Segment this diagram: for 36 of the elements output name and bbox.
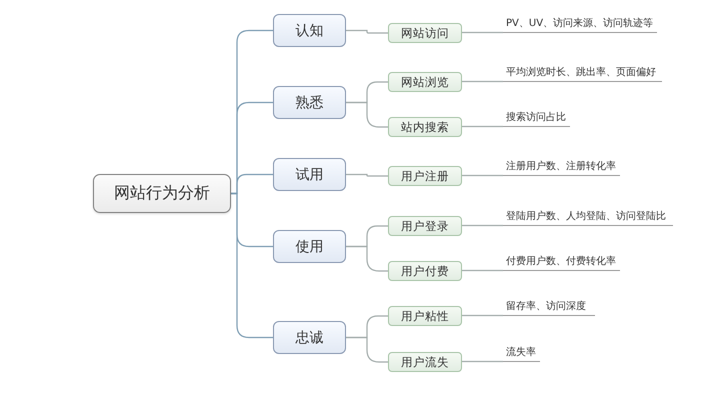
underlined-text: 平均浏览时长、跳出率、页面偏好 <box>503 66 662 82</box>
main-topic: 试用 <box>273 158 346 191</box>
connector-line <box>346 246 388 272</box>
subtopic: 网站浏览 <box>388 72 462 92</box>
main-topic: 熟悉 <box>273 86 346 119</box>
connector-line <box>346 336 388 363</box>
connector-line <box>462 174 503 176</box>
connector-line <box>462 80 503 82</box>
connector-line <box>346 174 388 177</box>
main-topic: 认知 <box>273 14 346 47</box>
subtopic: 用户流失 <box>388 352 462 372</box>
connector-line <box>462 270 503 272</box>
main-topic: 使用 <box>273 230 346 263</box>
subtopic: 用户注册 <box>388 166 462 186</box>
connector-line <box>462 224 503 226</box>
underlined-text: 流失率 <box>503 346 540 362</box>
connector-line <box>462 32 503 34</box>
connector-line <box>462 314 503 316</box>
underlined-text: 登陆用户数、人均登陆、访问登陆比 <box>503 210 673 226</box>
connector-line <box>462 126 503 128</box>
connector-line <box>346 30 388 34</box>
underlined-text: PV、UV、访问来源、访问轨迹等 <box>503 17 658 33</box>
central-topic: 网站行为分析 <box>93 174 231 213</box>
subtopic: 用户粘性 <box>388 306 462 326</box>
main-topic: 忠诚 <box>273 321 346 354</box>
connector-line <box>346 102 388 128</box>
underlined-text: 留存率、访问深度 <box>503 300 595 316</box>
subtopic: 站内搜索 <box>388 117 462 137</box>
connector-line <box>231 192 273 338</box>
subtopic: 用户登录 <box>388 216 462 236</box>
connector-line <box>462 360 503 362</box>
subtopic: 网站访问 <box>388 23 462 43</box>
subtopic: 用户付费 <box>388 261 462 281</box>
underlined-text: 付费用户数、付费转化率 <box>503 255 620 271</box>
underlined-text: 搜索访问占比 <box>503 111 570 127</box>
underlined-text: 注册用户数、注册转化率 <box>503 160 620 176</box>
